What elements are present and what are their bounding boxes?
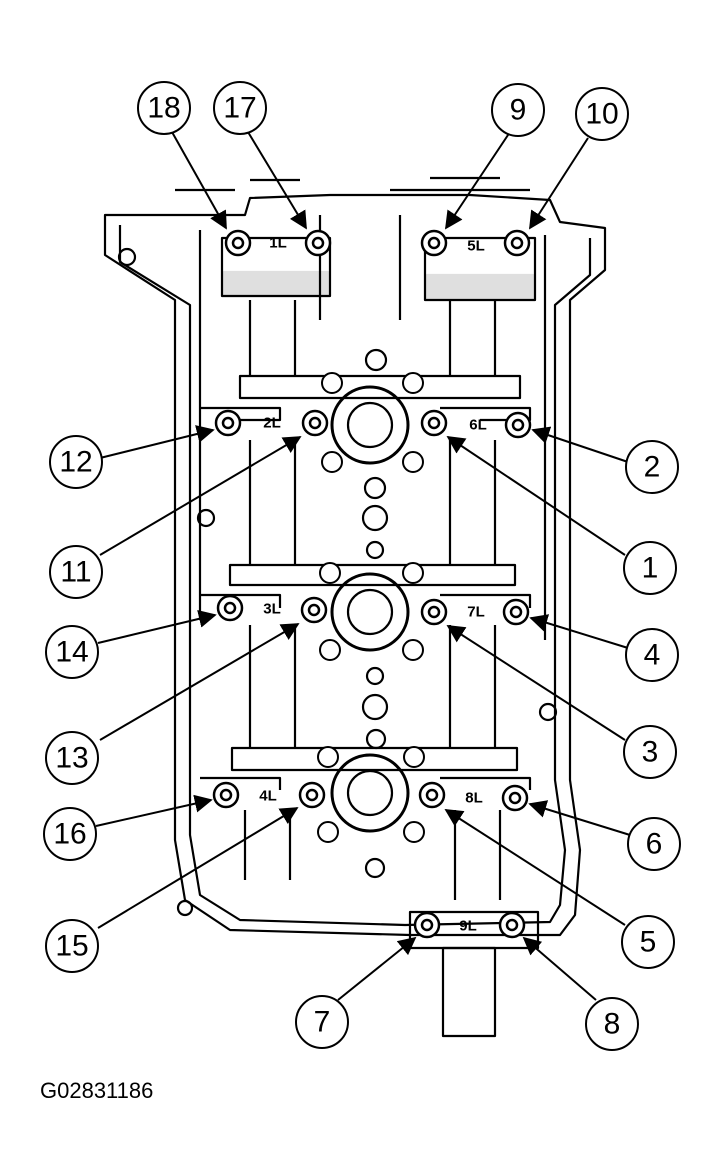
callout-15-label: 15 [55,930,88,963]
bolt-7 [413,911,441,939]
callout-17 [213,81,267,135]
cap-5L-body [423,236,537,302]
cap-label-9L: 9L [459,918,477,935]
bolt-8 [498,911,526,939]
callout-12 [49,435,103,489]
cap-label-8L: 8L [465,790,483,807]
callout-9 [491,83,545,137]
cap-label-6L: 6L [469,417,487,434]
bolt-17 [304,229,332,257]
bolt-5 [418,781,446,809]
bolt-10 [503,229,531,257]
leader-17 [247,131,307,230]
leader-14 [97,610,217,644]
callout-10 [575,87,629,141]
callout-18 [137,81,191,135]
bolt-6 [501,784,529,812]
callout-16-label: 16 [53,818,86,851]
leader-4 [529,614,629,649]
bolt-15 [298,781,326,809]
callout-10-label: 10 [585,98,618,131]
head-outline [103,193,607,937]
callout-3 [623,725,677,779]
callout-12-label: 12 [59,446,92,479]
leader-16 [95,794,213,827]
bolt-9 [420,229,448,257]
dowel-hole-top-left [117,247,137,267]
callout-2 [625,440,679,494]
callout-1 [623,541,677,595]
journal-1 [330,385,410,465]
leader-12 [99,425,215,459]
cylinder-head-diagram: 1L 5L 2L 6L 3L 7L 4L 8L 9L [43,81,681,1051]
leader-2 [531,426,629,463]
callout-1-label: 1 [642,552,659,585]
callout-2-label: 2 [644,451,661,484]
bolt-12 [214,409,242,437]
leader-11 [99,436,302,556]
cap-label-5L: 5L [467,238,485,255]
leader-1 [446,436,626,556]
callout-9-label: 9 [510,94,527,127]
bolt-18 [224,229,252,257]
cap-label-4L: 4L [259,788,277,805]
callout-14-label: 14 [55,636,88,669]
leader-10 [529,137,589,230]
callout-16 [43,807,97,861]
leader-18 [171,131,227,230]
callout-5-label: 5 [640,926,657,959]
bolt-16 [212,781,240,809]
callout-4 [625,628,679,682]
leader-15 [97,807,299,929]
cap-label-3L: 3L [263,601,281,618]
leader-3 [446,625,626,741]
leader-6 [528,800,631,836]
bolt-3 [420,598,448,626]
callout-11 [49,545,103,599]
leader-8 [522,936,597,1001]
callout-3-label: 3 [642,736,659,769]
callout-17-label: 17 [223,92,256,125]
bolt-11 [301,409,329,437]
cap-1L-body [220,236,332,298]
bolt-4 [502,598,530,626]
bolt-1 [420,409,448,437]
callout-13 [45,731,99,785]
callout-6 [627,817,681,871]
callout-7 [295,995,349,1049]
leader-5 [444,809,626,926]
cap-label-7L: 7L [467,604,485,621]
bolt-2 [504,411,532,439]
callout-18-label: 18 [147,92,180,125]
callout-5 [621,915,675,969]
bolt-13 [300,596,328,624]
callout-6-label: 6 [646,828,663,861]
callout-15 [45,919,99,973]
callout-8 [585,997,639,1051]
head-inner-outline [118,225,592,927]
callout-4-label: 4 [644,639,661,672]
callout-13-label: 13 [55,742,88,775]
callout-8-label: 8 [604,1008,621,1041]
leader-13 [99,623,300,741]
callout-7-label: 7 [314,1006,331,1039]
bolt-14 [216,594,244,622]
figure-id: G02831186 [40,1078,154,1103]
callout-14 [45,625,99,679]
cap-label-2L: 2L [263,415,281,432]
callout-11-label: 11 [60,556,91,589]
leader-7 [337,936,417,1001]
journal-3 [330,753,410,833]
cap-label-1L: 1L [269,235,287,252]
journal-2 [330,572,410,652]
leader-9 [445,131,511,230]
